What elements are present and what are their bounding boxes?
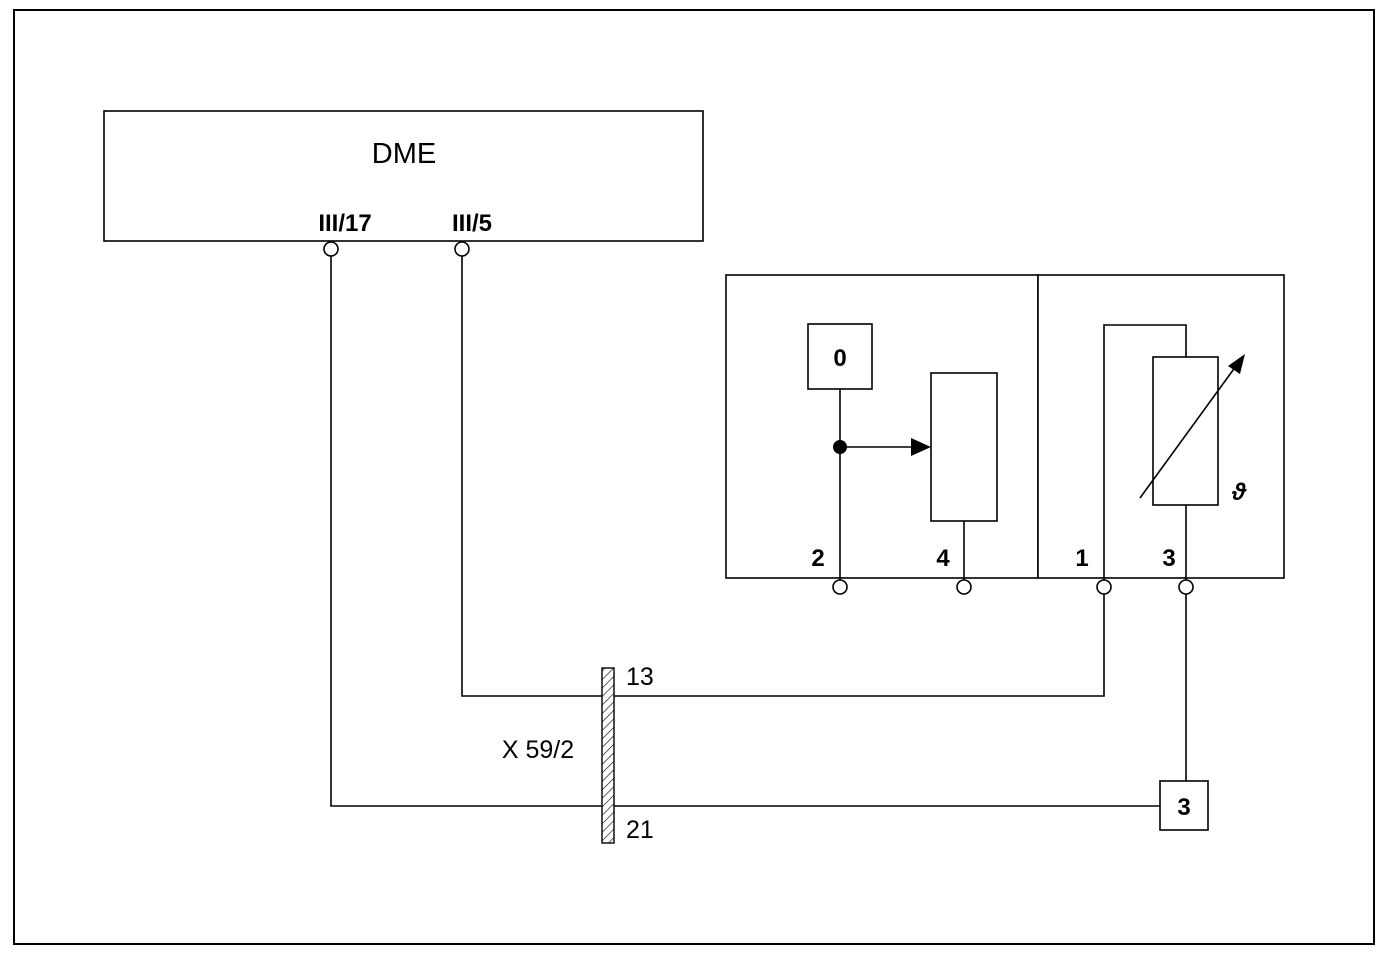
sensor-left-section: 0 2 4 — [725, 274, 1039, 595]
dme-box — [103, 110, 704, 242]
ground-box-label: 3 — [1177, 794, 1190, 821]
sensor-right-loop-wire — [1103, 324, 1187, 580]
ground-box: 3 — [1159, 780, 1209, 831]
temperature-symbol: ϑ — [1231, 479, 1247, 506]
variable-arrow-icon — [1228, 354, 1245, 374]
reference-box-label: 0 — [833, 345, 846, 372]
wiper-arrow-icon — [911, 438, 931, 456]
thermistor-body — [1152, 356, 1219, 506]
sensor-right-section: ϑ 1 3 — [1037, 274, 1285, 595]
sensor-right-pin-a — [1096, 579, 1112, 595]
diagram-frame — [13, 9, 1375, 945]
wire-dme-to-pin-21 — [330, 256, 602, 807]
sensor-right-pin-label-a: 1 — [1075, 545, 1088, 572]
sensor-left-pin-label-a: 2 — [811, 545, 824, 572]
dme-pin-left — [323, 241, 339, 257]
connector-pin-label-bottom: 21 — [626, 816, 654, 844]
connector-bar — [601, 667, 615, 844]
wire-dme-to-pin-13 — [461, 256, 602, 697]
variable-arrow-line — [1139, 365, 1237, 499]
dme-pin-right — [454, 241, 470, 257]
sensor-left-pin-b — [956, 579, 972, 595]
connector-pin-label-top: 13 — [626, 663, 654, 691]
wire-pin-13-to-sensor-pin-1 — [614, 594, 1105, 697]
ground-box-frame — [1159, 780, 1209, 831]
dme-title: DME — [372, 138, 436, 170]
dme-control-unit: DME III/17 III/5 — [103, 110, 704, 257]
sensor-right-pin-label-b: 3 — [1162, 545, 1175, 572]
connector-label: X 59/2 — [502, 736, 574, 764]
potentiometer-body — [930, 372, 998, 522]
reference-box — [807, 323, 873, 390]
dme-pin-label-left: III/17 — [318, 210, 371, 237]
dme-pin-label-right: III/5 — [452, 210, 492, 237]
sensor-left-pin-label-b: 4 — [936, 545, 950, 572]
connector-x59-2: X 59/2 13 21 — [502, 663, 654, 844]
sensor-left-pin-a — [832, 579, 848, 595]
sensor-right-pin-b — [1178, 579, 1194, 595]
